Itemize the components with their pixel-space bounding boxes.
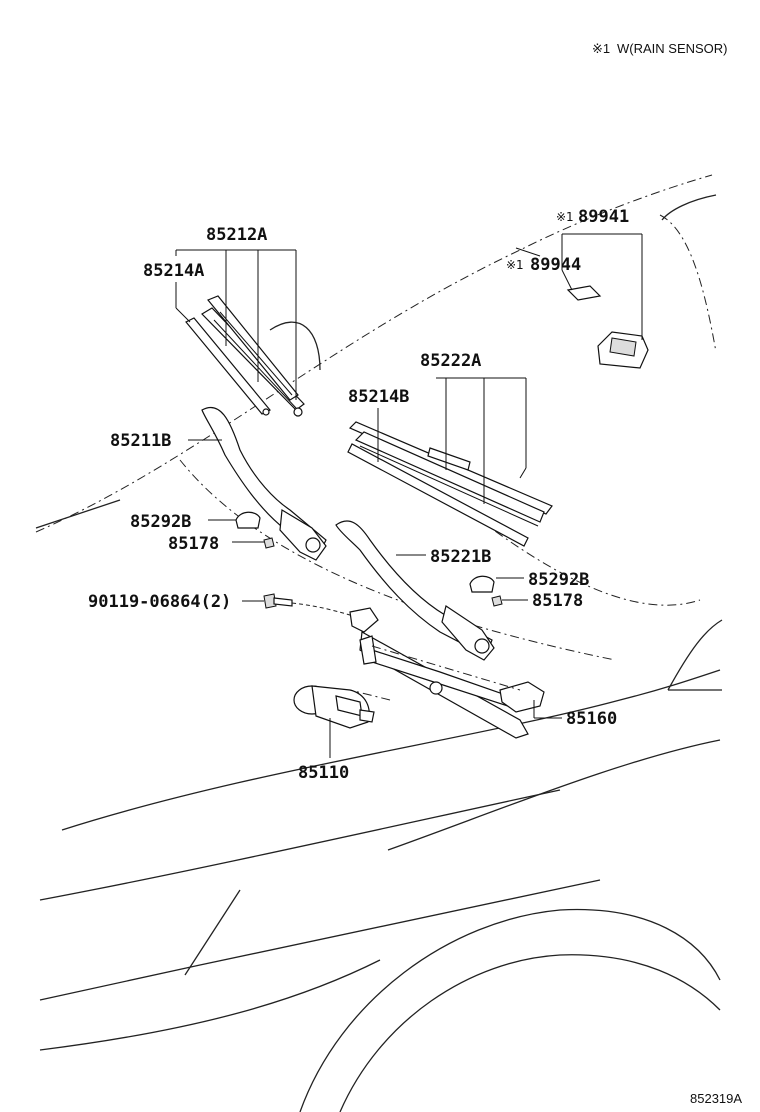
headlamp-line: [39, 879, 601, 1001]
bumper-line: [39, 959, 381, 1051]
label-85292B-left: 85292B: [130, 512, 191, 532]
label-85221B: 85221B: [430, 547, 491, 567]
wiper-linkage: [349, 607, 545, 739]
cowl-line: [179, 459, 616, 661]
headlamp-lower: [184, 889, 241, 976]
label-85214B: 85214B: [348, 387, 409, 407]
mark-89944: ※1: [506, 258, 524, 272]
rain-sensor-note: ※1 W(RAIN SENSOR): [592, 41, 728, 56]
rain-sensor-cover-icon: [566, 285, 602, 301]
leader-lines: [175, 233, 643, 758]
hood-crease: [39, 789, 561, 901]
right-cap-and-nut: [469, 575, 503, 607]
label-85292B-right: 85292B: [528, 570, 589, 590]
label-85110: 85110: [298, 763, 349, 783]
wiper-motor: [293, 685, 375, 729]
right-wiper-arm: [335, 520, 495, 661]
cowl-line-right: [479, 519, 701, 606]
label-85178-left: 85178: [168, 534, 219, 554]
roof-corner: [661, 194, 717, 221]
door-crease: [387, 739, 721, 851]
left-wiper-blade: [185, 295, 305, 417]
label-85222A: 85222A: [420, 351, 481, 371]
hood-front-edge: [61, 669, 721, 831]
left-nut-icon: [263, 537, 275, 549]
note-text: W(RAIN SENSOR): [617, 41, 728, 56]
mirror-outline: [269, 321, 321, 371]
mark-89941: ※1: [556, 210, 574, 224]
label-85178-right: 85178: [532, 591, 583, 611]
wheel-arch-inner: [339, 954, 721, 1112]
windshield-right-frame: [659, 214, 717, 353]
right-nut-icon: [491, 595, 503, 607]
right-wiper-blade: [347, 421, 553, 547]
wheel-arch-outer: [299, 908, 721, 1112]
windshield-left-frame: [35, 499, 121, 529]
windshield-lower-edge: [35, 174, 713, 533]
label-85211B: 85211B: [110, 431, 171, 451]
note-mark: ※1: [592, 41, 610, 56]
fender-right-line: [667, 619, 723, 691]
left-cap-and-nut: [235, 511, 275, 549]
bolt-icon: [263, 593, 361, 619]
label-85160: 85160: [566, 709, 617, 729]
label-89941: 89941: [578, 207, 629, 227]
left-wiper-arm: [201, 406, 327, 561]
label-89944: 89944: [530, 255, 581, 275]
part-labels: 85212A 85214A 85211B 85292B 85178 90119-…: [88, 207, 629, 783]
label-85214A: 85214A: [143, 261, 204, 281]
right-cap-icon: [469, 575, 495, 593]
diagram-code: 852319A: [690, 1091, 742, 1106]
rain-sensor-parts: [566, 285, 649, 369]
label-85212A: 85212A: [206, 225, 267, 245]
left-cap-icon: [235, 511, 261, 529]
label-bolt: 90119-06864(2): [88, 592, 231, 612]
